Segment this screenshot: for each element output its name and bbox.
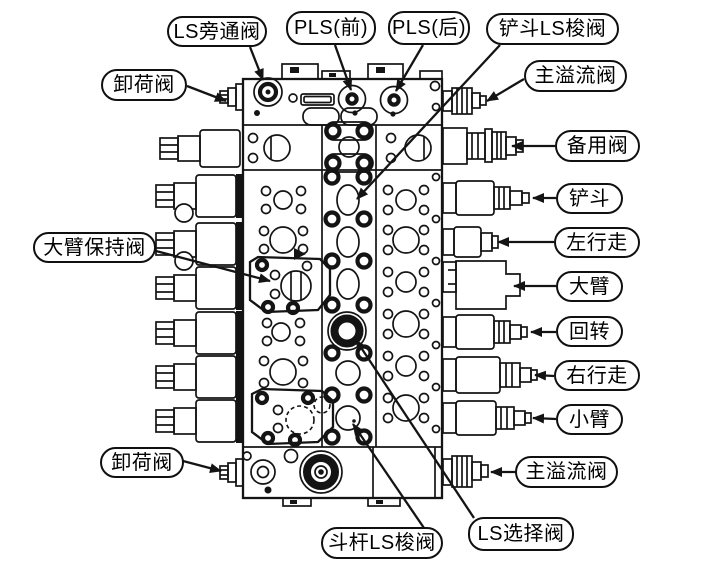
callout-left-travel: 左行走 — [554, 227, 640, 258]
leader-arm-ls-shuttle — [352, 423, 425, 529]
callout-unload-valve-bottom: 卸荷阀 — [100, 447, 184, 478]
leader-arm — [532, 413, 557, 424]
leader-unload-bottom — [182, 459, 222, 474]
callout-arm: 小臂 — [556, 404, 623, 435]
lower-sub-plate — [250, 387, 335, 448]
callout-boom-holding-valve: 大臂保持阀 — [33, 232, 156, 263]
outlet-bottom-section — [242, 447, 436, 507]
spare-valve-end — [442, 127, 524, 165]
right-travel-spool-end — [442, 356, 538, 394]
leader-arrows — [155, 44, 557, 529]
bucket-ls-shuttle-port — [336, 184, 360, 216]
arm-ls-shuttle-port — [335, 405, 361, 431]
right-valve-ends — [442, 87, 538, 488]
leader-main-relief-top — [486, 78, 525, 102]
inlet-section-face — [247, 121, 432, 173]
callout-main-relief-valve-top: 主溢流阀 — [524, 60, 627, 92]
left-travel-spool-end — [442, 226, 499, 258]
callout-pls-front: PLS(前) — [286, 11, 376, 45]
unload-valve-fitting-bottom — [219, 458, 244, 487]
callout-bucket: 铲斗 — [556, 183, 623, 214]
callout-ls-bypass-valve: LS旁通阀 — [167, 16, 267, 47]
boom-holding-valve-plate — [248, 248, 332, 316]
callout-pls-rear: PLS(后) — [388, 11, 470, 45]
leader-right-travel — [534, 370, 555, 381]
leader-pls-rear — [395, 44, 424, 92]
bucket-spool-end — [442, 180, 530, 216]
leader-boom-holding — [155, 249, 271, 284]
left-spool-caps — [155, 129, 243, 443]
ls-select-valve-port — [327, 311, 367, 351]
pilot-top-cap — [253, 63, 443, 126]
callout-swing: 回转 — [556, 316, 623, 347]
valve-face-ports — [258, 102, 441, 434]
callout-boom: 大臂 — [556, 271, 623, 302]
callout-unload-valve-top: 卸荷阀 — [101, 69, 187, 101]
center-shuttle-gallery — [323, 168, 373, 446]
swing-spool-end — [442, 314, 528, 350]
leader-ls-select — [355, 339, 475, 519]
leader-bucket-ls-shuttle — [356, 44, 501, 200]
callout-bucket-ls-shuttle-valve: 铲斗LS梭阀 — [486, 13, 619, 45]
callout-right-travel: 右行走 — [554, 360, 640, 391]
leader-ls-bypass — [248, 46, 265, 81]
callout-ls-select-valve: LS选择阀 — [468, 517, 574, 551]
arm-ls-shuttle-body — [299, 450, 343, 494]
callout-main-relief-valve-bottom: 主溢流阀 — [515, 456, 618, 488]
arm-spool-end — [442, 400, 532, 436]
pls-rear-port — [379, 85, 409, 115]
leader-pls-front — [333, 44, 353, 91]
leader-unload-top — [186, 84, 227, 103]
boom-spool-end — [442, 260, 521, 310]
callout-spare-valve: 备用阀 — [555, 130, 640, 162]
callout-arm-ls-shuttle-valve: 斗杆LS梭阀 — [321, 527, 443, 559]
ls-bypass-valve-port — [253, 77, 283, 107]
unload-valve-fitting-top — [219, 83, 244, 111]
